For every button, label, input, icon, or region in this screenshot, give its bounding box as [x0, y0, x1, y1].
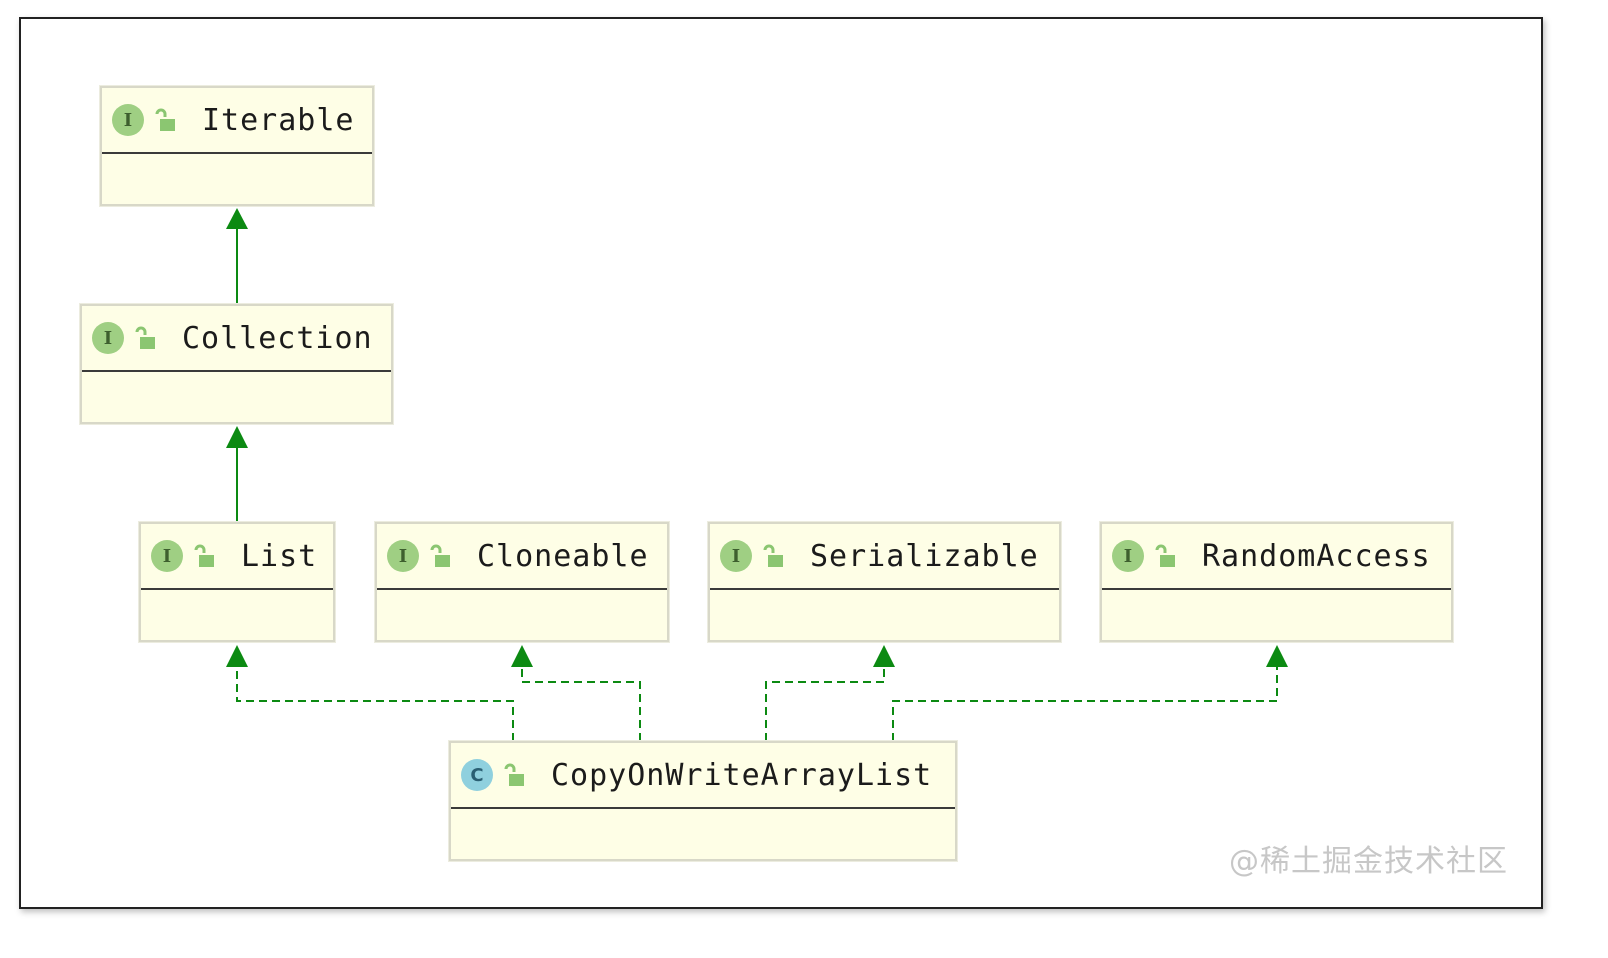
- uml-interface-cloneable[interactable]: I Cloneable: [375, 522, 669, 642]
- implements-arrow-list: [236, 664, 514, 741]
- arrowhead: [511, 645, 533, 667]
- interface-icon: I: [387, 540, 419, 572]
- arrowhead: [873, 645, 895, 667]
- watermark: @稀土掘金技术社区: [1229, 844, 1508, 879]
- interface-icon: I: [112, 104, 144, 136]
- uml-class-name: Collection: [182, 320, 373, 356]
- arrowhead: [226, 208, 248, 229]
- uml-class-name: Cloneable: [477, 538, 649, 574]
- uml-interface-iterable[interactable]: I Iterable: [100, 86, 374, 206]
- uml-class-name: CopyOnWriteArrayList: [551, 757, 933, 793]
- uml-class-name: Iterable: [202, 102, 355, 138]
- uml-interface-randomaccess[interactable]: I RandomAccess: [1100, 522, 1453, 642]
- uml-box-header: I Serializable: [710, 524, 1059, 590]
- uml-box-header: I Iterable: [102, 88, 372, 154]
- implements-arrow-randomaccess: [892, 664, 1278, 741]
- uml-box-header: I Collection: [82, 306, 391, 372]
- unlocked-padlock-icon: [194, 544, 214, 567]
- uml-interface-list[interactable]: I List: [139, 522, 335, 642]
- interface-icon: I: [1112, 540, 1144, 572]
- uml-interface-serializable[interactable]: I Serializable: [708, 522, 1061, 642]
- implements-arrow-serializable: [765, 664, 885, 741]
- arrowhead: [1266, 645, 1288, 667]
- uml-box-header: I Cloneable: [377, 524, 667, 590]
- arrowhead: [226, 426, 248, 448]
- uml-box-header: I RandomAccess: [1102, 524, 1451, 590]
- uml-box-header: C CopyOnWriteArrayList: [451, 743, 955, 809]
- uml-interface-collection[interactable]: I Collection: [80, 304, 393, 424]
- unlocked-padlock-icon: [1155, 544, 1175, 567]
- unlocked-padlock-icon: [430, 544, 450, 567]
- interface-icon: I: [92, 322, 124, 354]
- implements-arrow-cloneable: [521, 664, 641, 741]
- unlocked-padlock-icon: [155, 108, 175, 131]
- unlocked-padlock-icon: [504, 763, 524, 786]
- arrowhead: [226, 645, 248, 667]
- class-icon: C: [461, 759, 493, 791]
- interface-icon: I: [151, 540, 183, 572]
- uml-box-header: I List: [141, 524, 333, 590]
- unlocked-padlock-icon: [135, 326, 155, 349]
- unlocked-padlock-icon: [763, 544, 783, 567]
- uml-class-name: RandomAccess: [1202, 538, 1431, 574]
- uml-class-name: Serializable: [810, 538, 1039, 574]
- interface-icon: I: [720, 540, 752, 572]
- uml-class-name: List: [241, 538, 318, 574]
- uml-class-copyonwritearraylist[interactable]: C CopyOnWriteArrayList: [449, 741, 957, 861]
